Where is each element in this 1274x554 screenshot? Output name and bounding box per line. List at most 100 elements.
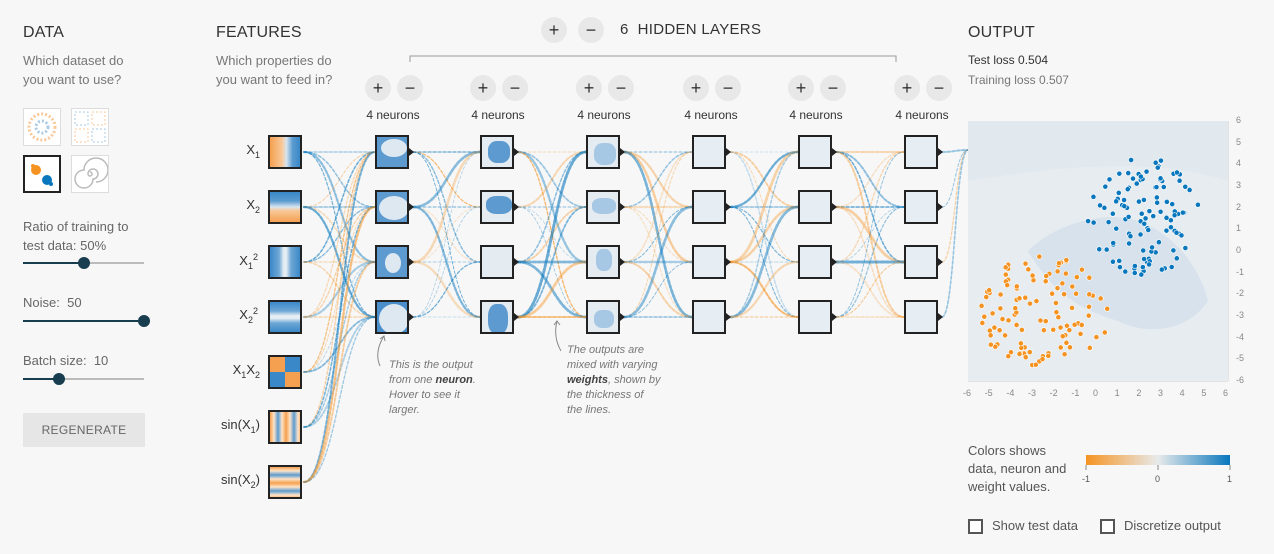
weight-link[interactable]	[303, 206, 376, 263]
weight-link[interactable]	[622, 260, 694, 319]
batch-slider-knob[interactable]	[53, 373, 66, 385]
weight-link[interactable]	[835, 151, 905, 318]
weight-link[interactable]	[516, 150, 588, 319]
weight-link[interactable]	[412, 151, 481, 208]
neuron-l6-n2[interactable]	[904, 190, 938, 224]
weight-link[interactable]	[623, 206, 693, 263]
weight-link[interactable]	[303, 261, 376, 483]
weight-link[interactable]	[303, 316, 376, 483]
weight-link[interactable]	[622, 150, 694, 319]
weight-link[interactable]	[622, 205, 694, 319]
dataset-circle[interactable]	[23, 108, 61, 146]
discretize-output-checkbox[interactable]	[1100, 519, 1115, 534]
feature-sin-x2-box[interactable]	[268, 465, 302, 499]
weight-link[interactable]	[303, 151, 376, 373]
neuron-l1-n2[interactable]	[375, 190, 409, 224]
dataset-spiral[interactable]	[71, 155, 109, 193]
weight-link[interactable]	[516, 260, 588, 319]
weight-link[interactable]	[835, 151, 905, 208]
weight-link[interactable]	[835, 261, 905, 318]
feature-x1-box[interactable]	[268, 135, 302, 169]
weight-link[interactable]	[517, 151, 587, 208]
dataset-gaussian[interactable]	[23, 155, 61, 193]
weight-link[interactable]	[623, 206, 693, 318]
weight-link[interactable]	[411, 205, 482, 319]
ratio-slider[interactable]	[23, 257, 144, 269]
neuron-l3-n4[interactable]	[586, 300, 620, 334]
neuron-l4-n3[interactable]	[692, 245, 726, 279]
weight-link[interactable]	[303, 151, 376, 208]
weight-link[interactable]	[728, 260, 800, 319]
weight-link[interactable]	[623, 151, 693, 263]
neuron-l6-n1[interactable]	[904, 135, 938, 169]
neuron-l2-n1[interactable]	[480, 135, 514, 169]
neuron-l3-n1[interactable]	[586, 135, 620, 169]
layer6-add-neuron-button[interactable]: +	[894, 75, 920, 101]
weight-link[interactable]	[941, 149, 969, 263]
weight-link[interactable]	[835, 151, 905, 263]
weight-link[interactable]	[941, 149, 969, 153]
weight-link[interactable]	[303, 151, 376, 428]
regenerate-button[interactable]: REGENERATE	[23, 413, 145, 447]
neuron-l1-n3[interactable]	[375, 245, 409, 279]
weight-link[interactable]	[516, 150, 588, 209]
weight-link[interactable]	[517, 206, 587, 318]
feature-x2-squared-box[interactable]	[268, 300, 302, 334]
ratio-slider-knob[interactable]	[77, 257, 90, 269]
weight-link[interactable]	[623, 151, 693, 318]
layer5-add-neuron-button[interactable]: +	[788, 75, 814, 101]
weight-link[interactable]	[412, 206, 481, 263]
neuron-l2-n4[interactable]	[480, 300, 514, 334]
add-layer-button[interactable]: +	[541, 17, 567, 43]
layer1-remove-neuron-button[interactable]: −	[397, 75, 423, 101]
layer3-remove-neuron-button[interactable]: −	[608, 75, 634, 101]
weight-link[interactable]	[834, 205, 906, 264]
neuron-l3-n3[interactable]	[586, 245, 620, 279]
weight-link[interactable]	[303, 151, 376, 208]
feature-x1-squared-box[interactable]	[268, 245, 302, 279]
neuron-l4-n1[interactable]	[692, 135, 726, 169]
weight-link[interactable]	[412, 151, 481, 318]
layer2-remove-neuron-button[interactable]: −	[502, 75, 528, 101]
show-test-data-label[interactable]: Show test data	[992, 518, 1078, 533]
weight-link[interactable]	[835, 206, 905, 318]
weight-link[interactable]	[412, 151, 481, 318]
weight-link[interactable]	[303, 151, 376, 263]
feature-x2-box[interactable]	[268, 190, 302, 224]
weight-link[interactable]	[516, 260, 588, 319]
neuron-l5-n2[interactable]	[798, 190, 832, 224]
weight-link[interactable]	[835, 151, 905, 208]
weight-link[interactable]	[728, 260, 800, 319]
neuron-l5-n4[interactable]	[798, 300, 832, 334]
neuron-l4-n2[interactable]	[692, 190, 726, 224]
weight-link[interactable]	[412, 206, 481, 263]
layer2-add-neuron-button[interactable]: +	[470, 75, 496, 101]
neuron-l1-n1[interactable]	[375, 135, 409, 169]
weight-link[interactable]	[303, 261, 376, 318]
weight-link[interactable]	[728, 205, 800, 264]
weight-link[interactable]	[623, 261, 693, 318]
weight-link[interactable]	[728, 205, 800, 319]
discretize-output-label[interactable]: Discretize output	[1124, 518, 1221, 533]
weight-link[interactable]	[728, 150, 800, 264]
batch-slider[interactable]	[23, 373, 144, 385]
weight-link[interactable]	[729, 151, 799, 263]
layer5-remove-neuron-button[interactable]: −	[820, 75, 846, 101]
weight-link[interactable]	[941, 149, 969, 318]
weight-link[interactable]	[622, 150, 694, 209]
weight-link[interactable]	[303, 151, 376, 318]
weight-link[interactable]	[728, 150, 800, 209]
weight-link[interactable]	[412, 206, 481, 318]
layer3-add-neuron-button[interactable]: +	[576, 75, 602, 101]
layer4-add-neuron-button[interactable]: +	[683, 75, 709, 101]
weight-link[interactable]	[303, 206, 376, 263]
weight-link[interactable]	[835, 261, 905, 318]
weight-link[interactable]	[412, 261, 481, 318]
weight-link[interactable]	[303, 316, 376, 428]
feature-sin-x1-box[interactable]	[268, 410, 302, 444]
neuron-l5-n1[interactable]	[798, 135, 832, 169]
layer1-add-neuron-button[interactable]: +	[365, 75, 391, 101]
weight-link[interactable]	[303, 261, 376, 373]
weight-link[interactable]	[941, 149, 969, 208]
weight-link[interactable]	[835, 151, 905, 318]
